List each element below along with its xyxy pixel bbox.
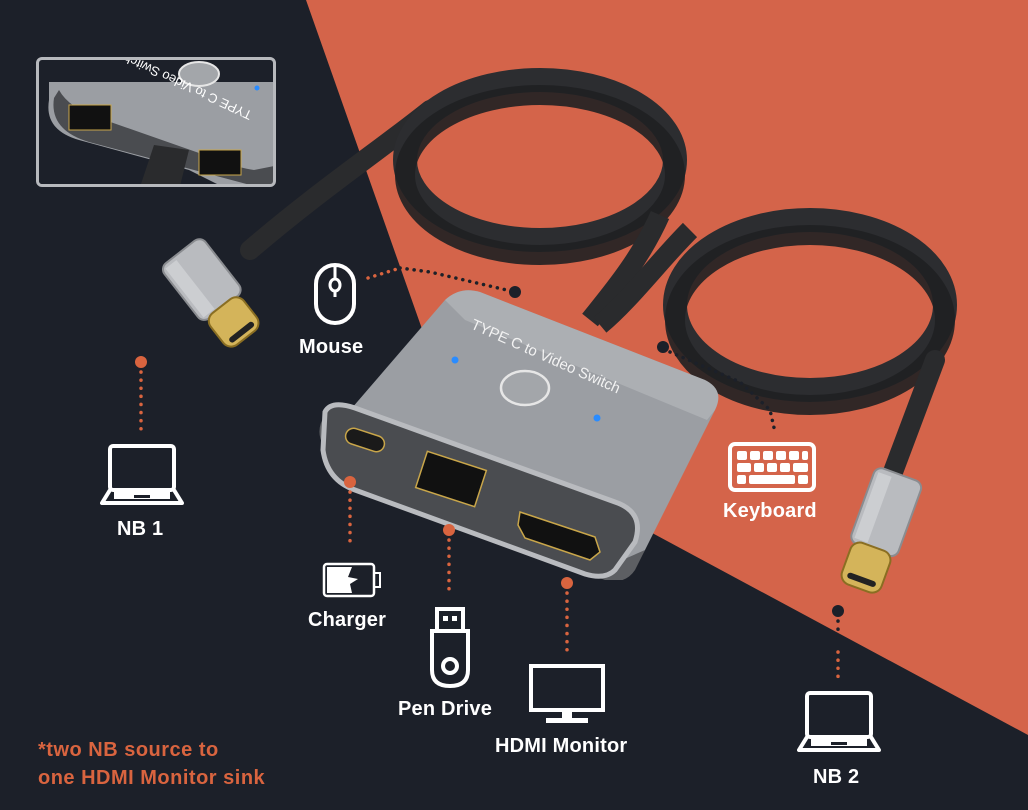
label-pen-drive: Pen Drive bbox=[398, 698, 493, 720]
mouse-icon bbox=[314, 263, 356, 325]
led-right bbox=[593, 414, 601, 422]
label-keyboard: Keyboard bbox=[723, 500, 817, 522]
battery-charging-icon bbox=[322, 562, 381, 598]
laptop-icon-nb2 bbox=[797, 691, 881, 752]
label-mouse: Mouse bbox=[299, 336, 364, 358]
usb-c-connector-nb1 bbox=[161, 238, 260, 348]
led-left bbox=[451, 356, 459, 364]
switch-button bbox=[499, 369, 551, 407]
inset-detail: TYPE C to Video Switch bbox=[36, 57, 276, 187]
footnote-line-2: one HDMI Monitor sink bbox=[38, 767, 266, 789]
usb-c-connector-nb2 bbox=[840, 467, 923, 594]
inset-image: TYPE C to Video Switch bbox=[39, 60, 273, 184]
footnote: *two NB source to one HDMI Monitor sink bbox=[38, 736, 265, 792]
laptop-icon-nb1 bbox=[100, 444, 184, 505]
usb-drive-icon bbox=[430, 607, 470, 689]
hdmi-port bbox=[517, 511, 601, 561]
keyboard-icon bbox=[728, 442, 816, 492]
label-charger: Charger bbox=[308, 609, 387, 631]
label-nb2: NB 2 bbox=[813, 766, 860, 788]
usb-c-port bbox=[344, 427, 386, 453]
label-hdmi-monitor: HDMI Monitor bbox=[495, 735, 628, 757]
label-nb1: NB 1 bbox=[117, 518, 164, 540]
monitor-icon bbox=[529, 664, 605, 723]
footnote-line-1: *two NB source to bbox=[38, 739, 219, 761]
usb-a-port bbox=[414, 450, 488, 508]
video-switch-device: TYPE C to Video Switch bbox=[319, 290, 719, 580]
